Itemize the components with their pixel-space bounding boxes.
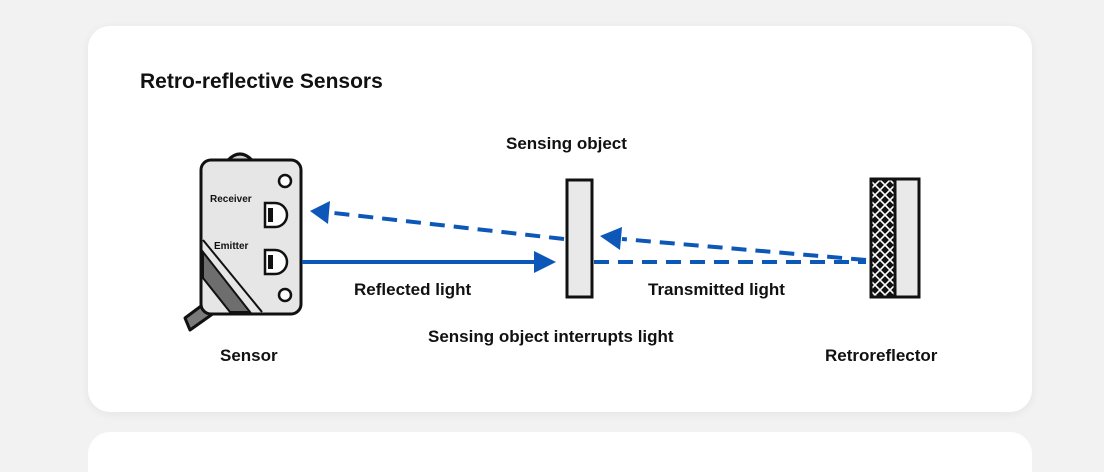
returning-beam-arrow [600, 227, 867, 262]
emitted-beam-arrow [302, 251, 556, 273]
sensor-screw-bottom-icon [277, 287, 293, 303]
sensor-screw-top-icon [277, 173, 293, 189]
diagram-title: Retro-reflective Sensors [140, 70, 383, 93]
retroreflector-label: Retroreflector [825, 346, 938, 365]
receiver-lens-icon [263, 201, 289, 229]
interrupts-caption: Sensing object interrupts light [428, 327, 674, 346]
retroreflector-panel [869, 177, 921, 299]
sensor-label: Sensor [220, 346, 278, 365]
reflected-beam-arrow [310, 201, 565, 241]
sensor-body [199, 152, 303, 316]
transmitted-light-label: Transmitted light [648, 280, 785, 299]
reflected-light-label: Reflected light [354, 280, 472, 299]
emitter-label: Emitter [214, 241, 249, 252]
emitter-lens-icon [263, 248, 289, 276]
sensing-object-label: Sensing object [506, 134, 627, 153]
sensing-object-panel [565, 178, 594, 299]
receiver-label: Receiver [210, 194, 252, 205]
diagram-canvas [183, 152, 921, 332]
